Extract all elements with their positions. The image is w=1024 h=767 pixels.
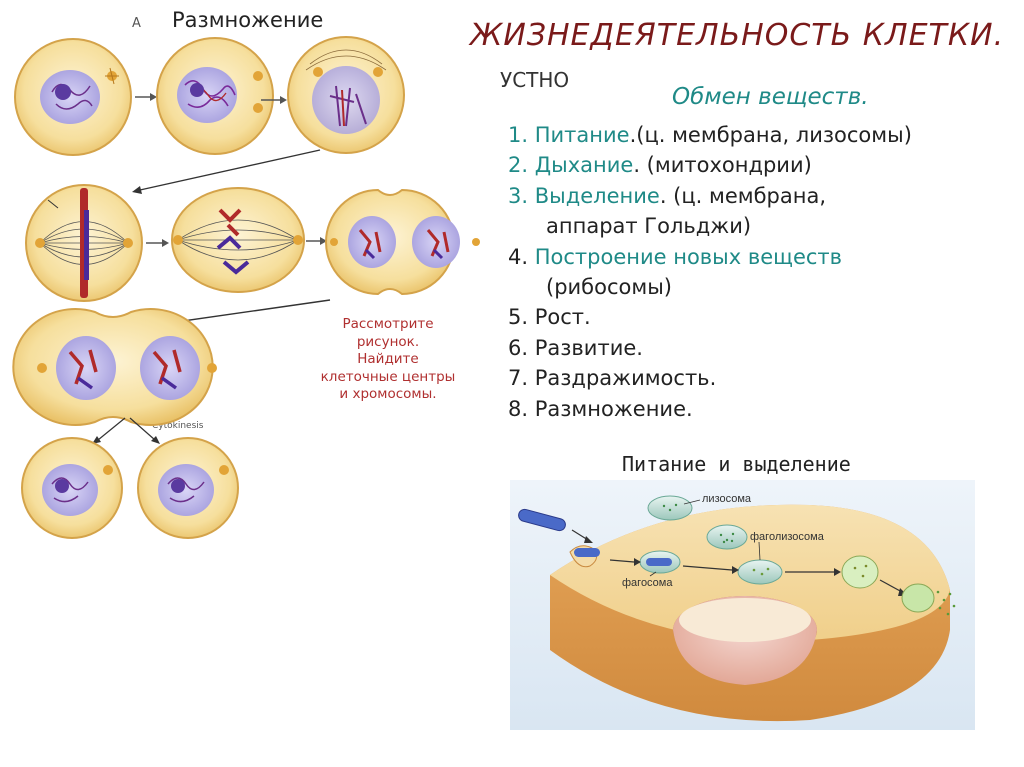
cytokinesis-label: Cytokinesis (152, 421, 204, 431)
cell-interphase (14, 38, 132, 156)
list-item: 1. Питание.(ц. мембрана, лизосомы) (508, 123, 912, 147)
cell-telophase (325, 188, 480, 296)
list-item: 4. Построение новых веществ (508, 244, 843, 269)
list-item: 3. Выделение. (ц. мембрана, (508, 183, 827, 208)
cell-anaphase (171, 187, 305, 293)
metabolism-heading: Обмен веществ. (672, 84, 869, 110)
lysosome-label: лизосома (702, 493, 752, 505)
mitosis-diagram (12, 36, 480, 539)
slide-title: ЖИЗНЕДЕЯТЕЛЬНОСТЬ КЛЕТКИ. (470, 18, 1005, 53)
instruction-note: Рассмотрите рисунок. Найдите клеточные ц… (320, 316, 456, 402)
cell-metaphase (25, 184, 143, 302)
cell-prometaphase (287, 36, 405, 154)
phagolysosome-label: фаголизосома (750, 531, 825, 543)
reproduction-heading: Размножение (172, 8, 324, 32)
phagocytosis-illustration: лизосома фаголизосома фагосома (510, 480, 975, 730)
list-item-continuation: аппарат Гольджи) (546, 214, 752, 239)
list-item: 6. Развитие. (508, 335, 643, 360)
list-item-continuation: (рибосомы) (546, 275, 672, 300)
cell-cytokinesis (12, 308, 217, 426)
panel-letter: А (132, 16, 141, 31)
list-item: 5. Рост. (508, 305, 591, 330)
list-item: 8. Размножение. (508, 396, 693, 421)
daughter-cell-right (137, 437, 239, 539)
list-item: 2. Дыхание. (митохондрии) (508, 153, 812, 178)
phagosome-label: фагосома (622, 577, 673, 589)
list-item: 7. Раздражимость. (508, 366, 717, 391)
life-functions-list: 1. Питание.(ц. мембрана, лизосомы) 2. Ды… (508, 120, 1008, 424)
oral-label: УСТНО (500, 68, 570, 92)
daughter-cell-left (21, 437, 123, 539)
nutrition-heading: Питание и выделение (622, 452, 851, 476)
cell-prophase (156, 37, 274, 155)
